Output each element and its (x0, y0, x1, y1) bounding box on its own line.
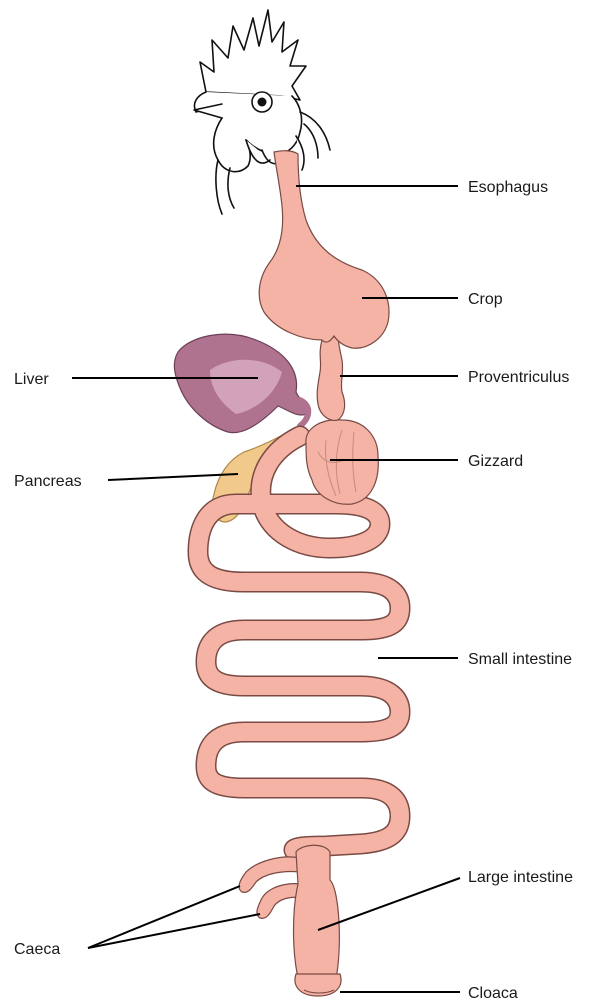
label-cloaca: Cloaca (468, 985, 518, 1002)
digestive-tract (174, 151, 400, 996)
label-liver: Liver (14, 371, 49, 388)
label-esophagus: Esophagus (468, 179, 548, 196)
crop-esophagus-organ (259, 151, 389, 349)
leader-caeca-upper (88, 886, 240, 948)
liver-organ (174, 334, 308, 432)
gizzard-shape (306, 420, 378, 505)
leader-caeca-lower (88, 914, 260, 948)
label-pancreas: Pancreas (14, 473, 82, 490)
label-proventriculus: Proventriculus (468, 369, 569, 386)
label-caeca: Caeca (14, 941, 60, 958)
label-crop: Crop (468, 291, 503, 308)
label-gizzard: Gizzard (468, 453, 523, 470)
large-intestine-organ (294, 845, 340, 978)
comb (200, 10, 306, 100)
label-large-intestine: Large intestine (468, 869, 573, 886)
eye-inner (258, 98, 267, 107)
proventriculus-organ (317, 336, 344, 420)
label-small-intestine: Small intestine (468, 651, 572, 668)
gizzard-organ (306, 420, 378, 505)
rooster-head-illustration (194, 10, 330, 214)
leader-large-intestine (318, 878, 460, 930)
